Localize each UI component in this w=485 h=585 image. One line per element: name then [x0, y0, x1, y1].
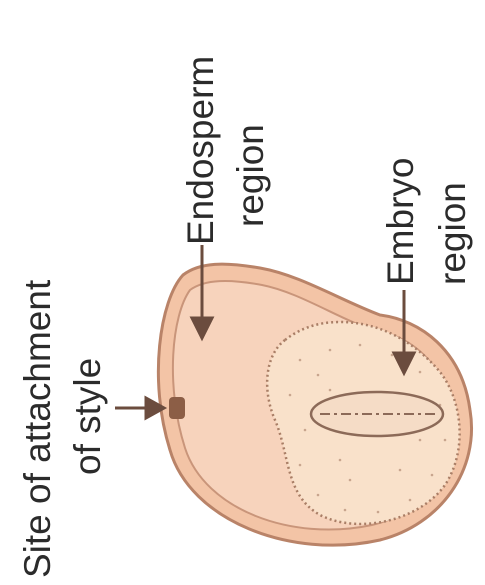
style-label-line2: of style: [67, 358, 108, 475]
embryo-label-line1: Embryo: [380, 158, 421, 285]
style-scar: [169, 397, 185, 419]
embryo-label-line2: region: [432, 182, 473, 285]
endosperm-label-line1: Endosperm: [180, 56, 221, 245]
style-label-line1: Site of attachment: [17, 279, 58, 578]
endosperm-label-line2: region: [230, 124, 271, 227]
